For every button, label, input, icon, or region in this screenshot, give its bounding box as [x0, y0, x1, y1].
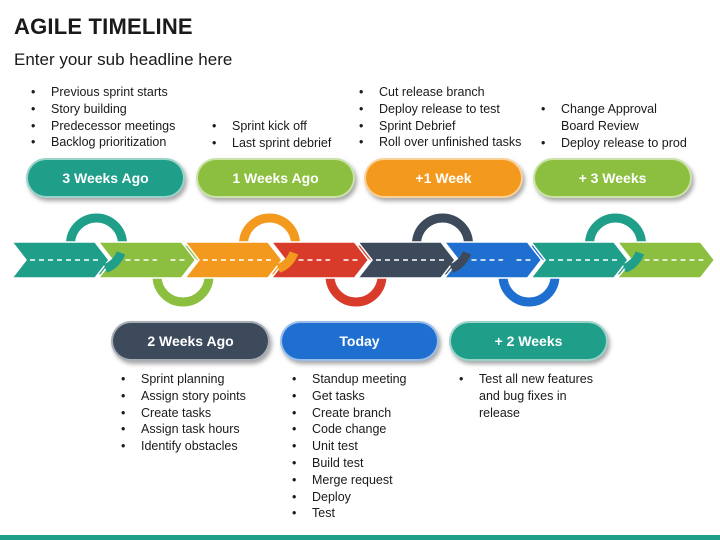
bullet-item: Get tasks: [290, 388, 407, 405]
bullet-item: Roll over unfinished tasks: [357, 134, 521, 151]
milestone-plus-3-weeks: + 3 Weeks: [533, 158, 692, 198]
ring-front-2: [154, 247, 176, 269]
ring-front-6: [500, 247, 522, 269]
page-subtitle: Enter your sub headline here: [14, 50, 233, 69]
bullet-item: Story building: [29, 101, 175, 118]
milestone-2-weeks-ago: 2 Weeks Ago: [111, 321, 270, 361]
milestone-3-weeks-ago: 3 Weeks Ago: [26, 158, 185, 198]
chevrons: [10, 241, 716, 279]
bullet-item: Sprint Debrief: [357, 118, 521, 135]
bullets-plus-1-week: Cut release branch Deploy release to tes…: [357, 84, 521, 151]
bullet-item: Assign story points: [119, 388, 246, 405]
bullet-item: Create branch: [290, 405, 407, 422]
milestone-label: 1 Weeks Ago: [232, 170, 319, 186]
bullet-item: Last sprint debrief: [210, 135, 331, 152]
bullet-item: Test: [290, 505, 407, 522]
milestone-label: Today: [339, 333, 380, 349]
milestone-label: + 2 Weeks: [494, 333, 563, 349]
bullet-item: Create tasks: [119, 405, 246, 422]
milestone-label: +1 Week: [415, 170, 472, 186]
milestone-1-weeks-ago: 1 Weeks Ago: [196, 158, 355, 198]
bullet-item: Cut release branch: [357, 84, 521, 101]
bullet-item: Change Approval: [539, 101, 687, 118]
ring-front-3: [276, 251, 299, 273]
bullets-2-weeks-ago: Sprint planning Assign story points Crea…: [119, 371, 246, 455]
bullet-item-continuation: release: [479, 405, 520, 420]
bullet-item: Merge request: [290, 472, 407, 489]
footer-bar: [0, 535, 720, 540]
bullet-item: Build test: [290, 455, 407, 472]
bullets-3-weeks-ago: Previous sprint starts Story building Pr…: [29, 84, 175, 151]
milestone-plus-2-weeks: + 2 Weeks: [449, 321, 608, 361]
page-title: AGILE TIMELINE: [14, 14, 193, 39]
bullet-item: Backlog prioritization: [29, 134, 175, 151]
ring-front-5: [449, 251, 472, 273]
bullet-item-continuation: Board Review: [561, 118, 639, 133]
bullets-1-weeks-ago: Sprint kick off Last sprint debrief: [210, 118, 331, 152]
bullet-item: Predecessor meetings: [29, 118, 175, 135]
bullet-item: Deploy release to test: [357, 101, 521, 118]
bullet-item: Sprint planning: [119, 371, 246, 388]
bullets-plus-3-weeks: Change Approval Board Review Deploy rele…: [539, 101, 687, 151]
bullet-item: Unit test: [290, 438, 407, 455]
bullet-item: Code change: [290, 421, 407, 438]
milestone-plus-1-week: +1 Week: [364, 158, 523, 198]
ring-front-4: [327, 247, 349, 269]
bullets-today: Standup meeting Get tasks Create branch …: [290, 371, 407, 522]
ring-fronts: [103, 247, 645, 273]
bullet-item: Sprint kick off: [210, 118, 331, 135]
milestone-today: Today: [280, 321, 439, 361]
bullet-item: Assign task hours: [119, 421, 246, 438]
bullets-plus-2-weeks: Test all new features and bug fixes in r…: [457, 371, 593, 421]
bullet-item: Deploy: [290, 489, 407, 506]
bullet-item: Previous sprint starts: [29, 84, 175, 101]
ring-front-7: [622, 251, 645, 273]
milestone-label: 3 Weeks Ago: [62, 170, 149, 186]
bullet-item: Deploy release to prod: [539, 135, 687, 152]
ring-front-1: [103, 251, 126, 273]
milestone-label: 2 Weeks Ago: [147, 333, 234, 349]
bullet-item: Identify obstacles: [119, 438, 246, 455]
bullet-item: Standup meeting: [290, 371, 407, 388]
bullet-item: Test all new features: [457, 371, 593, 388]
milestone-label: + 3 Weeks: [578, 170, 647, 186]
bullet-item-continuation: and bug fixes in: [479, 388, 567, 403]
